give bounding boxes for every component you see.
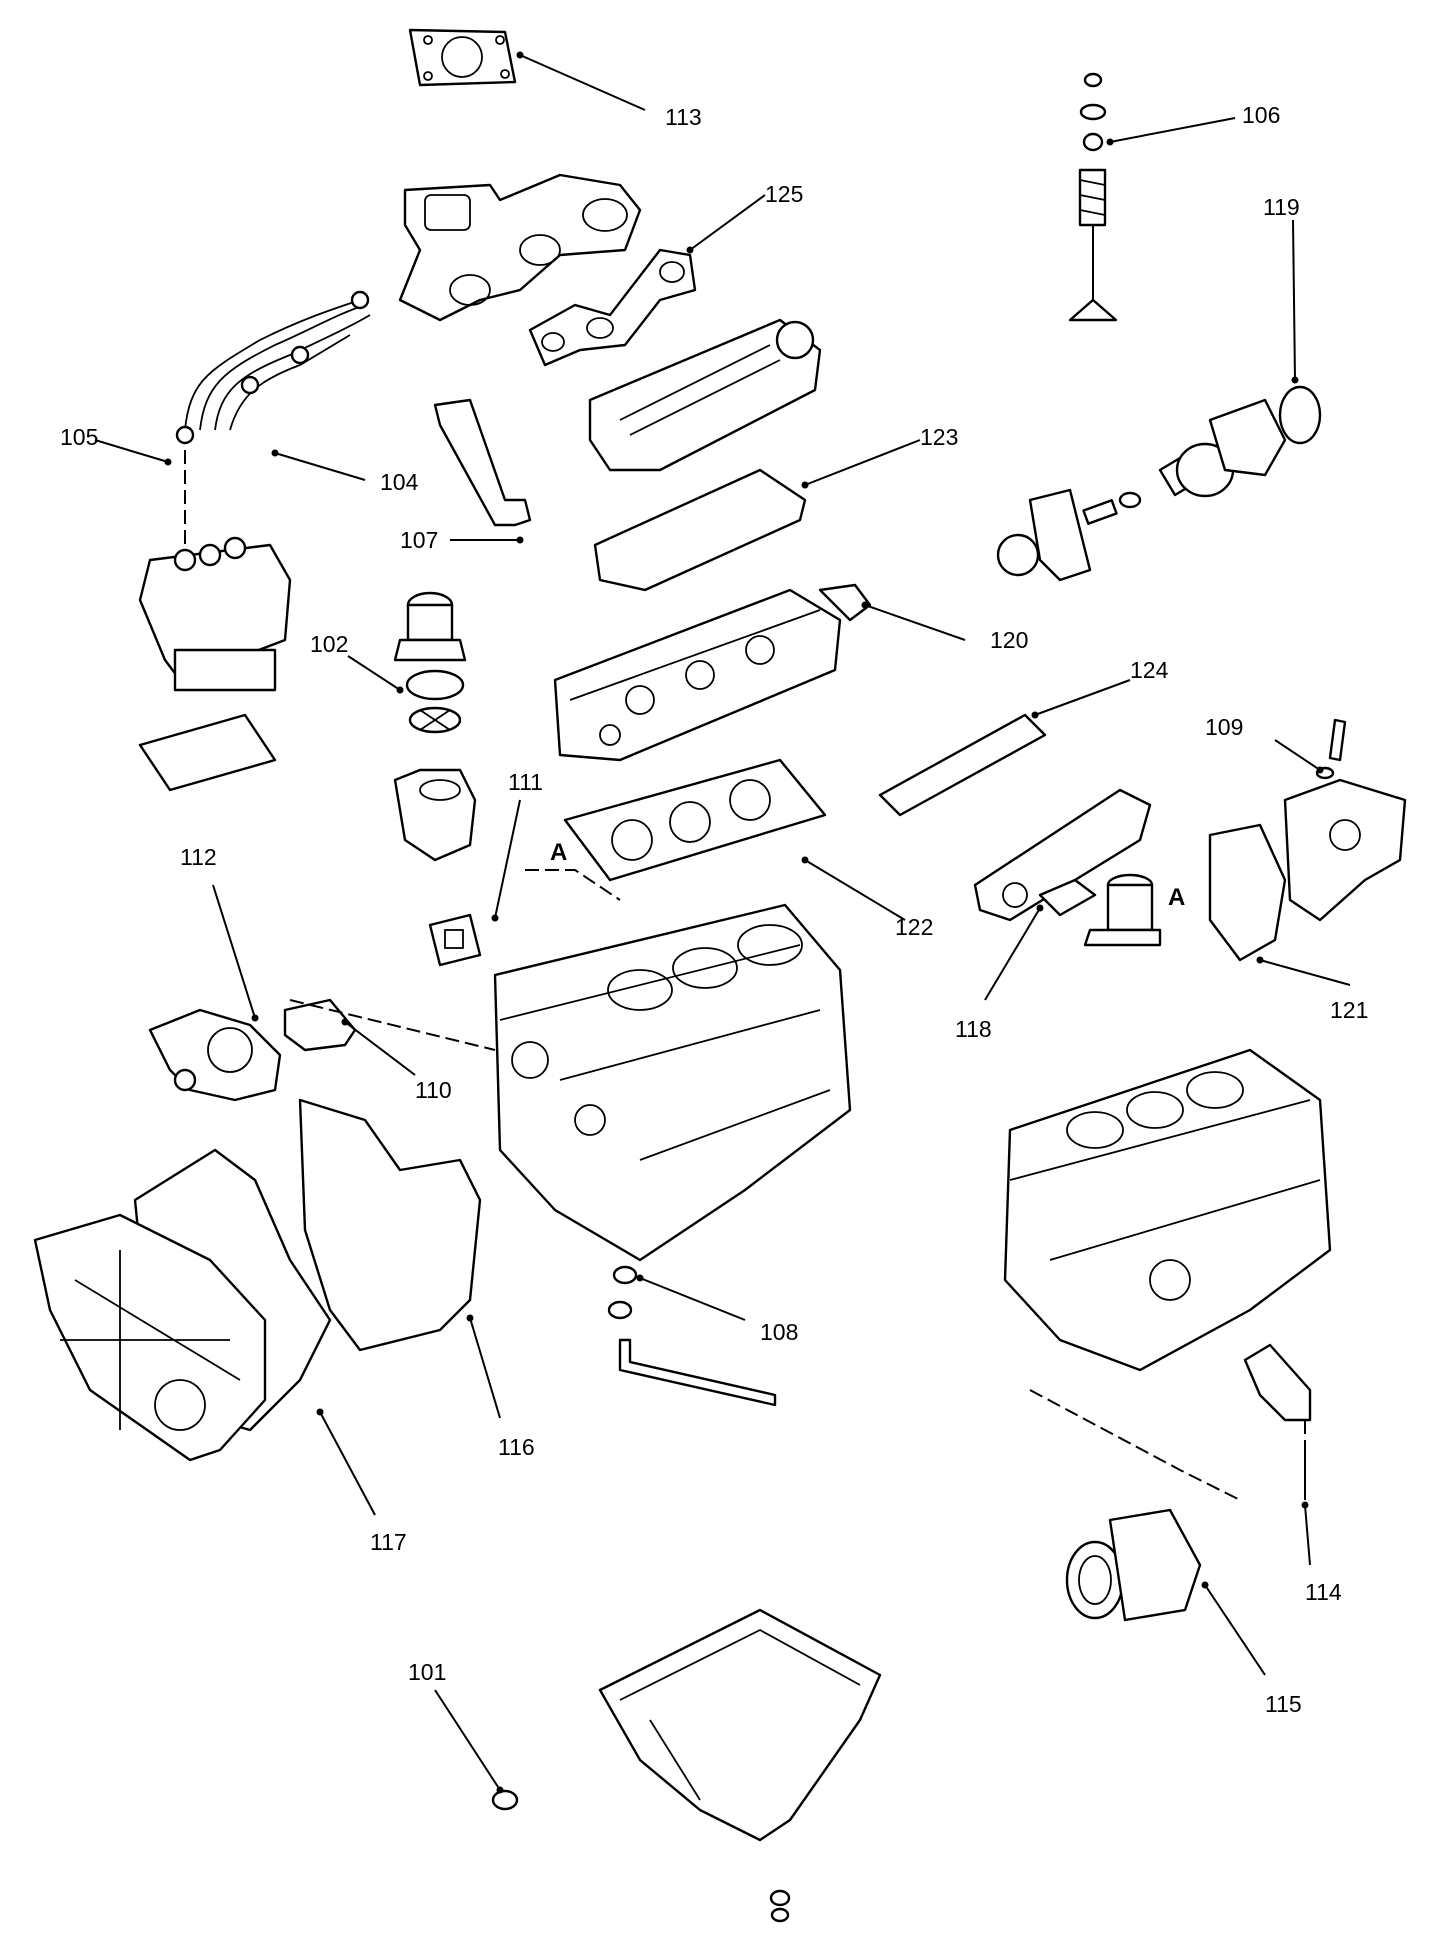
- drain-plug-101: [491, 1789, 519, 1811]
- thermostat-gasket-102: [405, 669, 465, 701]
- callout-123: 123: [920, 424, 958, 450]
- callout-107: 107: [400, 527, 438, 553]
- water-manifold: [973, 788, 1152, 922]
- callout-115: 115: [1265, 1691, 1302, 1717]
- thermostat: [408, 706, 462, 734]
- valve-cover: [588, 318, 822, 472]
- callout-101: 101: [408, 1659, 446, 1685]
- callout-117: 117: [370, 1529, 407, 1555]
- marker-a-left: A: [550, 839, 567, 866]
- callout-124: 124: [1130, 657, 1169, 683]
- nuts-108: [607, 1265, 638, 1320]
- breather-pipe-107: [433, 398, 532, 527]
- drain-plug-bottom: [769, 1889, 791, 1923]
- callout-122: 122: [895, 914, 933, 940]
- fitting-111: [428, 913, 482, 967]
- gasket-124: [878, 713, 1047, 817]
- gear-case-cover-117: [33, 1213, 267, 1462]
- oil-pan: [598, 1608, 882, 1842]
- callout-112: 112: [180, 844, 217, 870]
- gasket-113: [408, 28, 517, 87]
- alignment-lines: [184, 450, 1306, 1501]
- valve-assembly-106: [1068, 72, 1118, 322]
- bolt: [618, 1338, 777, 1407]
- callout-114: 114: [1305, 1579, 1342, 1605]
- cylinder-block-left: [493, 903, 852, 1262]
- outlet-pipe: [1083, 873, 1162, 947]
- water-pump-112: [148, 1008, 282, 1102]
- injection-lines: [175, 290, 371, 445]
- fuel-injection-pump: [138, 536, 292, 692]
- callout-116: 116: [498, 1434, 535, 1460]
- callout-labels: 113 125 106 119 123 105 104 107 120 124 …: [60, 102, 1368, 1717]
- callout-108: 108: [760, 1319, 798, 1345]
- callout-125: 125: [765, 181, 803, 207]
- callout-102: 102: [310, 631, 348, 657]
- callout-109: 109: [1205, 714, 1243, 740]
- thermostat-outlet: [393, 591, 467, 662]
- gasket-121: [1208, 823, 1287, 962]
- callout-118: 118: [955, 1016, 992, 1042]
- callout-113: 113: [665, 104, 702, 130]
- cylinder-head: [553, 588, 842, 762]
- gasket-120: [818, 583, 872, 622]
- seal-housing-115: [1065, 1508, 1202, 1622]
- pump-gasket: [138, 713, 277, 792]
- callout-105: 105: [60, 424, 98, 450]
- callout-119: 119: [1263, 194, 1300, 220]
- callout-121: 121: [1330, 997, 1368, 1023]
- callout-111: 111: [508, 769, 543, 795]
- callout-120: 120: [990, 627, 1028, 653]
- leader-lines: [94, 51, 1351, 1794]
- thermostat-housing: [393, 768, 477, 862]
- marker-a-right: A: [1168, 884, 1185, 911]
- oil-pump-gear-assembly: [996, 385, 1322, 582]
- gasket-116: [298, 1098, 482, 1352]
- callout-106: 106: [1242, 102, 1280, 128]
- head-gasket-122: [563, 758, 827, 882]
- exhaust-manifold: [398, 173, 642, 322]
- cylinder-block-right: [1003, 1048, 1332, 1372]
- flywheel-housing: [1283, 778, 1407, 922]
- manifold-gasket-125: [528, 248, 697, 367]
- gasket-118: [1038, 878, 1097, 917]
- valve-cover-gasket-123: [593, 468, 807, 592]
- callout-110: 110: [415, 1077, 452, 1103]
- callout-104: 104: [380, 469, 419, 495]
- bracket: [1243, 1343, 1312, 1422]
